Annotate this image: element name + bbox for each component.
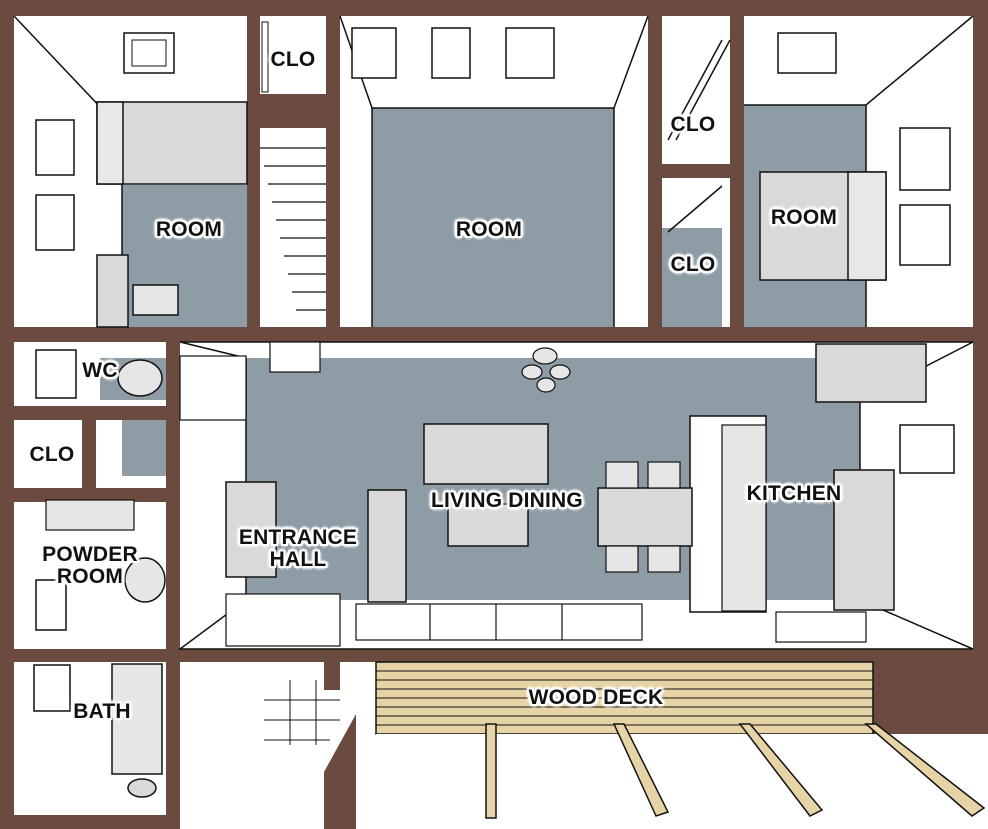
wood-deck — [375, 661, 988, 829]
wc-label: WC — [82, 359, 118, 382]
clo-left — [14, 420, 166, 488]
dining-table — [597, 487, 693, 547]
sofa — [423, 423, 549, 485]
entrance-hall-label: ENTRANCE HALL — [239, 527, 357, 571]
desk — [96, 254, 129, 328]
entrance-hall-label-line2: HALL — [269, 548, 327, 571]
powder-room — [14, 499, 166, 649]
clo-right-upper-label: CLO — [670, 113, 716, 136]
clo-right-upper — [662, 16, 731, 164]
room-upper-left — [13, 15, 248, 328]
room-upper-right — [744, 15, 974, 327]
wc — [14, 342, 166, 406]
powder-room-label: POWDER ROOM — [42, 544, 138, 588]
porch — [180, 662, 376, 829]
plant — [521, 347, 571, 393]
shoe-cabinet — [225, 481, 277, 578]
refrigerator — [833, 469, 895, 611]
wood-deck-label: WOOD DECK — [528, 686, 664, 709]
bath-label: BATH — [73, 700, 131, 723]
room-upper-left-label: ROOM — [155, 218, 223, 241]
chair — [132, 284, 179, 316]
powder-room-label-line1: POWDER — [42, 543, 138, 566]
clo-left-label: CLO — [29, 443, 75, 466]
kitchen-cabinet-top — [815, 343, 927, 403]
clo-right-lower — [662, 178, 730, 327]
bath — [14, 662, 166, 815]
room-upper-middle — [339, 15, 649, 327]
living-dining-label: LIVING DINING — [431, 489, 583, 512]
stairs — [260, 128, 326, 327]
clo-right-lower-label: CLO — [670, 253, 716, 276]
kitchen-label: KITCHEN — [746, 482, 842, 505]
entrance-hall-label-line1: ENTRANCE — [238, 526, 358, 549]
main-floor — [177, 341, 974, 650]
clo-top — [260, 16, 326, 94]
clo-top-label: CLO — [270, 48, 316, 71]
powder-room-label-line2: ROOM — [56, 565, 124, 588]
room-upper-right-label: ROOM — [770, 206, 838, 229]
room-upper-middle-label: ROOM — [455, 218, 523, 241]
tv-stand — [447, 503, 529, 547]
